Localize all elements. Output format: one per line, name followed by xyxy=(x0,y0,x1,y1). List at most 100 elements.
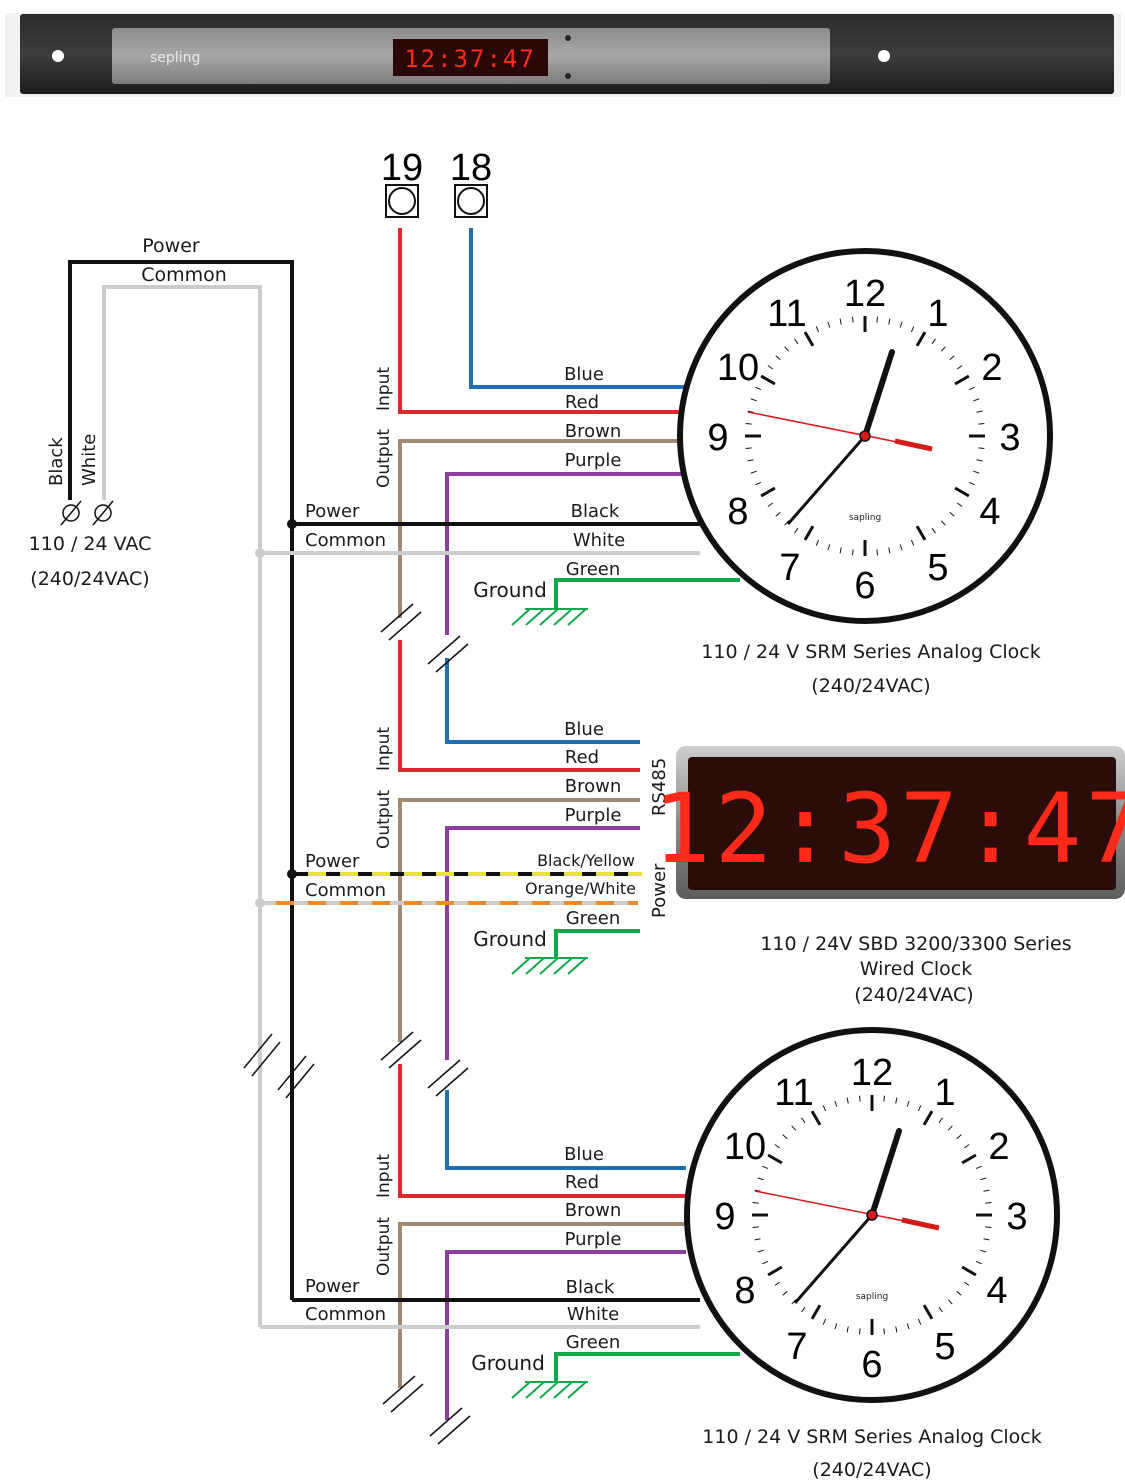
digital-power-side-label: Power xyxy=(649,863,670,918)
terminal-18-number: 18 xyxy=(450,147,492,189)
digital-caption-line3: (240/24VAC) xyxy=(854,984,973,1006)
dial-minute-tick xyxy=(899,544,903,551)
analog-clock-1: 12 1 2 3 4 5 6 7 8 9 10 11 sapling xyxy=(677,248,1053,624)
rack-led-time: 12:37:47 xyxy=(404,45,536,73)
terminal-18[interactable] xyxy=(454,184,488,218)
dial-hour-tick xyxy=(810,1110,822,1126)
digital-ground-label: Ground xyxy=(473,927,547,951)
dial-minute-tick xyxy=(938,1306,943,1313)
dial-minute-tick xyxy=(775,355,781,361)
dial-minute-tick xyxy=(947,1125,953,1131)
dial-minute-tick xyxy=(757,1177,764,1181)
clock2-output-label: Output xyxy=(374,1217,394,1276)
clock1-blue-label: Blue xyxy=(564,364,604,385)
dial-minute-tick xyxy=(980,1249,987,1253)
clock1-second-hand-tail xyxy=(894,438,933,452)
dial-hour-tick xyxy=(760,486,776,498)
dial-minute-tick xyxy=(774,1144,781,1149)
dial-minute-tick xyxy=(968,481,975,486)
dial-minute-tick xyxy=(794,527,799,534)
dial-minute-tick xyxy=(822,1105,827,1112)
dial-minute-tick xyxy=(775,511,781,517)
clock2-brown-label: Brown xyxy=(565,1200,622,1221)
dial-minute-tick xyxy=(762,1260,769,1265)
dial-minute-tick xyxy=(956,502,963,507)
clock1-num-11: 11 xyxy=(767,293,806,335)
rack-master-clock: sepling 12:37:47 xyxy=(5,13,1121,97)
dial-minute-tick xyxy=(859,1095,861,1102)
digital-brown-label: Brown xyxy=(565,776,622,797)
dial-hour-tick xyxy=(767,1265,783,1277)
digital-wiring xyxy=(260,798,686,1198)
clock1-num-3: 3 xyxy=(999,417,1020,459)
dial-hour-tick xyxy=(915,525,927,541)
clock1-hour-hand xyxy=(862,349,895,439)
dial-minute-tick xyxy=(794,338,799,345)
dial-hour-tick xyxy=(961,1153,977,1165)
clock2-num-5: 5 xyxy=(934,1326,955,1368)
clock1-num-4: 4 xyxy=(979,491,1000,533)
dial-minute-tick xyxy=(750,470,757,474)
power-bus xyxy=(68,260,294,1327)
digital-purple-label: Purple xyxy=(565,805,622,826)
dial-minute-tick xyxy=(910,326,915,333)
digital-caption-line1: 110 / 24V SBD 3200/3300 Series xyxy=(760,933,1071,955)
dial-minute-tick xyxy=(978,447,985,449)
dial-minute-tick xyxy=(839,547,842,554)
dial-minute-tick xyxy=(747,410,754,413)
bus-break-marks xyxy=(243,1033,315,1099)
rack-brand-logo: sepling xyxy=(150,50,200,66)
dial-minute-tick xyxy=(931,527,936,534)
dial-minute-tick xyxy=(791,1299,797,1305)
dial-minute-tick xyxy=(762,1165,769,1170)
dial-minute-tick xyxy=(752,1226,759,1228)
dial-minute-tick xyxy=(956,1134,962,1140)
dial-minute-tick xyxy=(940,520,946,526)
clock2-ground-icon xyxy=(511,1381,588,1399)
dial-minute-tick xyxy=(883,1328,885,1335)
dial-minute-tick xyxy=(947,1299,953,1305)
clock2-hub xyxy=(866,1209,878,1221)
clock2-num-6: 6 xyxy=(861,1344,882,1386)
clock2-num-3: 3 xyxy=(1006,1196,1027,1238)
clock1-ground-label: Ground xyxy=(473,578,547,602)
clock2-num-9: 9 xyxy=(714,1196,735,1238)
dial-minute-tick xyxy=(846,1326,849,1333)
dial-hour-tick xyxy=(922,1110,934,1126)
top-power-label: Power xyxy=(142,235,200,257)
clock2-ground-label: Ground xyxy=(471,1351,545,1375)
terminal-19-number: 19 xyxy=(381,147,423,189)
digital-ground-icon xyxy=(511,957,588,975)
dial-minute-tick xyxy=(968,386,975,391)
dial-minute-tick xyxy=(963,1281,970,1286)
dial-minute-tick xyxy=(791,1125,797,1131)
clock2-num-4: 4 xyxy=(986,1270,1007,1312)
digital-rs485-label: RS485 xyxy=(649,758,670,816)
digital-time: 12:37:47 xyxy=(653,773,1125,885)
clock1-minute-hand xyxy=(786,435,867,525)
rack-button-top[interactable] xyxy=(565,35,571,41)
clock1-red-label: Red xyxy=(565,392,599,413)
dial-minute-tick xyxy=(876,316,878,323)
clock2-green-label: Green xyxy=(566,1332,621,1353)
clock2-common-label: Common xyxy=(305,1304,386,1325)
terminal-19[interactable] xyxy=(385,184,419,218)
rack-button-bottom[interactable] xyxy=(565,73,571,79)
dial-minute-tick xyxy=(827,321,831,328)
dial-hour-tick xyxy=(767,1153,783,1165)
dial-minute-tick xyxy=(801,1117,806,1124)
dial-minute-tick xyxy=(895,1097,898,1104)
clock1-brown-label: Brown xyxy=(565,421,622,442)
digital-common-junction xyxy=(255,898,265,908)
digital-wired-clock: 12:37:47 xyxy=(653,746,1125,899)
dial-minute-tick xyxy=(963,1144,970,1149)
digital-red-label: Red xyxy=(565,747,599,768)
clock1-num-1: 1 xyxy=(927,293,948,335)
clock1-wiring xyxy=(260,228,740,772)
dial-minute-tick xyxy=(985,1202,992,1204)
dial-minute-tick xyxy=(906,1100,910,1107)
clock1-num-9: 9 xyxy=(707,417,728,459)
dial-hour-tick xyxy=(810,1304,822,1320)
dial-minute-tick xyxy=(975,1260,982,1265)
